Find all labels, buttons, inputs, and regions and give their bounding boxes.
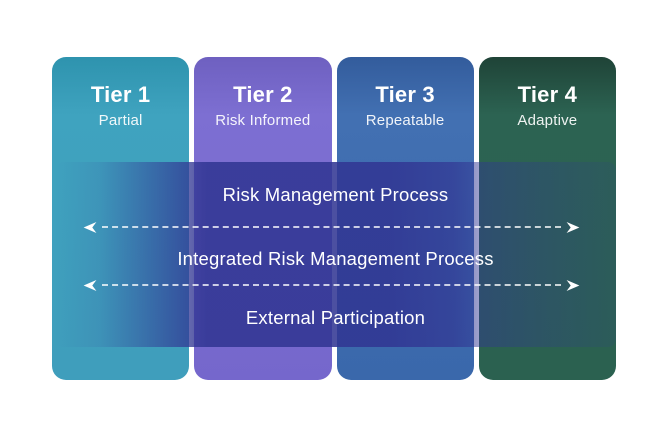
tier-1-title: Tier 1: [90, 82, 151, 107]
process-overlay-band: Risk Management Process Integrated Risk …: [55, 162, 616, 347]
dashed-line: [102, 284, 561, 286]
band-label-integrated-risk-management-process: Integrated Risk Management Process: [177, 248, 494, 269]
tier-2-title: Tier 2: [233, 82, 293, 107]
tier-span-arrow-2: [83, 279, 580, 291]
tier-2-descriptor: Risk Informed: [215, 112, 311, 129]
tier-4-title: Tier 4: [517, 82, 578, 107]
arrowhead-left-icon: [83, 279, 97, 291]
band-label-risk-management-process: Risk Management Process: [222, 184, 449, 205]
band-label-external-participation: External Participation: [245, 307, 426, 328]
tier-3-title: Tier 3: [375, 82, 435, 107]
tier-4-descriptor: Adaptive: [517, 112, 578, 129]
tier-span-arrow-1: [83, 221, 580, 233]
dashed-line: [102, 226, 561, 228]
tier-1-descriptor: Partial: [98, 112, 143, 129]
tier-3-descriptor: Repeatable: [365, 112, 445, 129]
arrowhead-right-icon: [566, 221, 580, 233]
arrowhead-left-icon: [83, 221, 97, 233]
arrowhead-right-icon: [566, 279, 580, 291]
